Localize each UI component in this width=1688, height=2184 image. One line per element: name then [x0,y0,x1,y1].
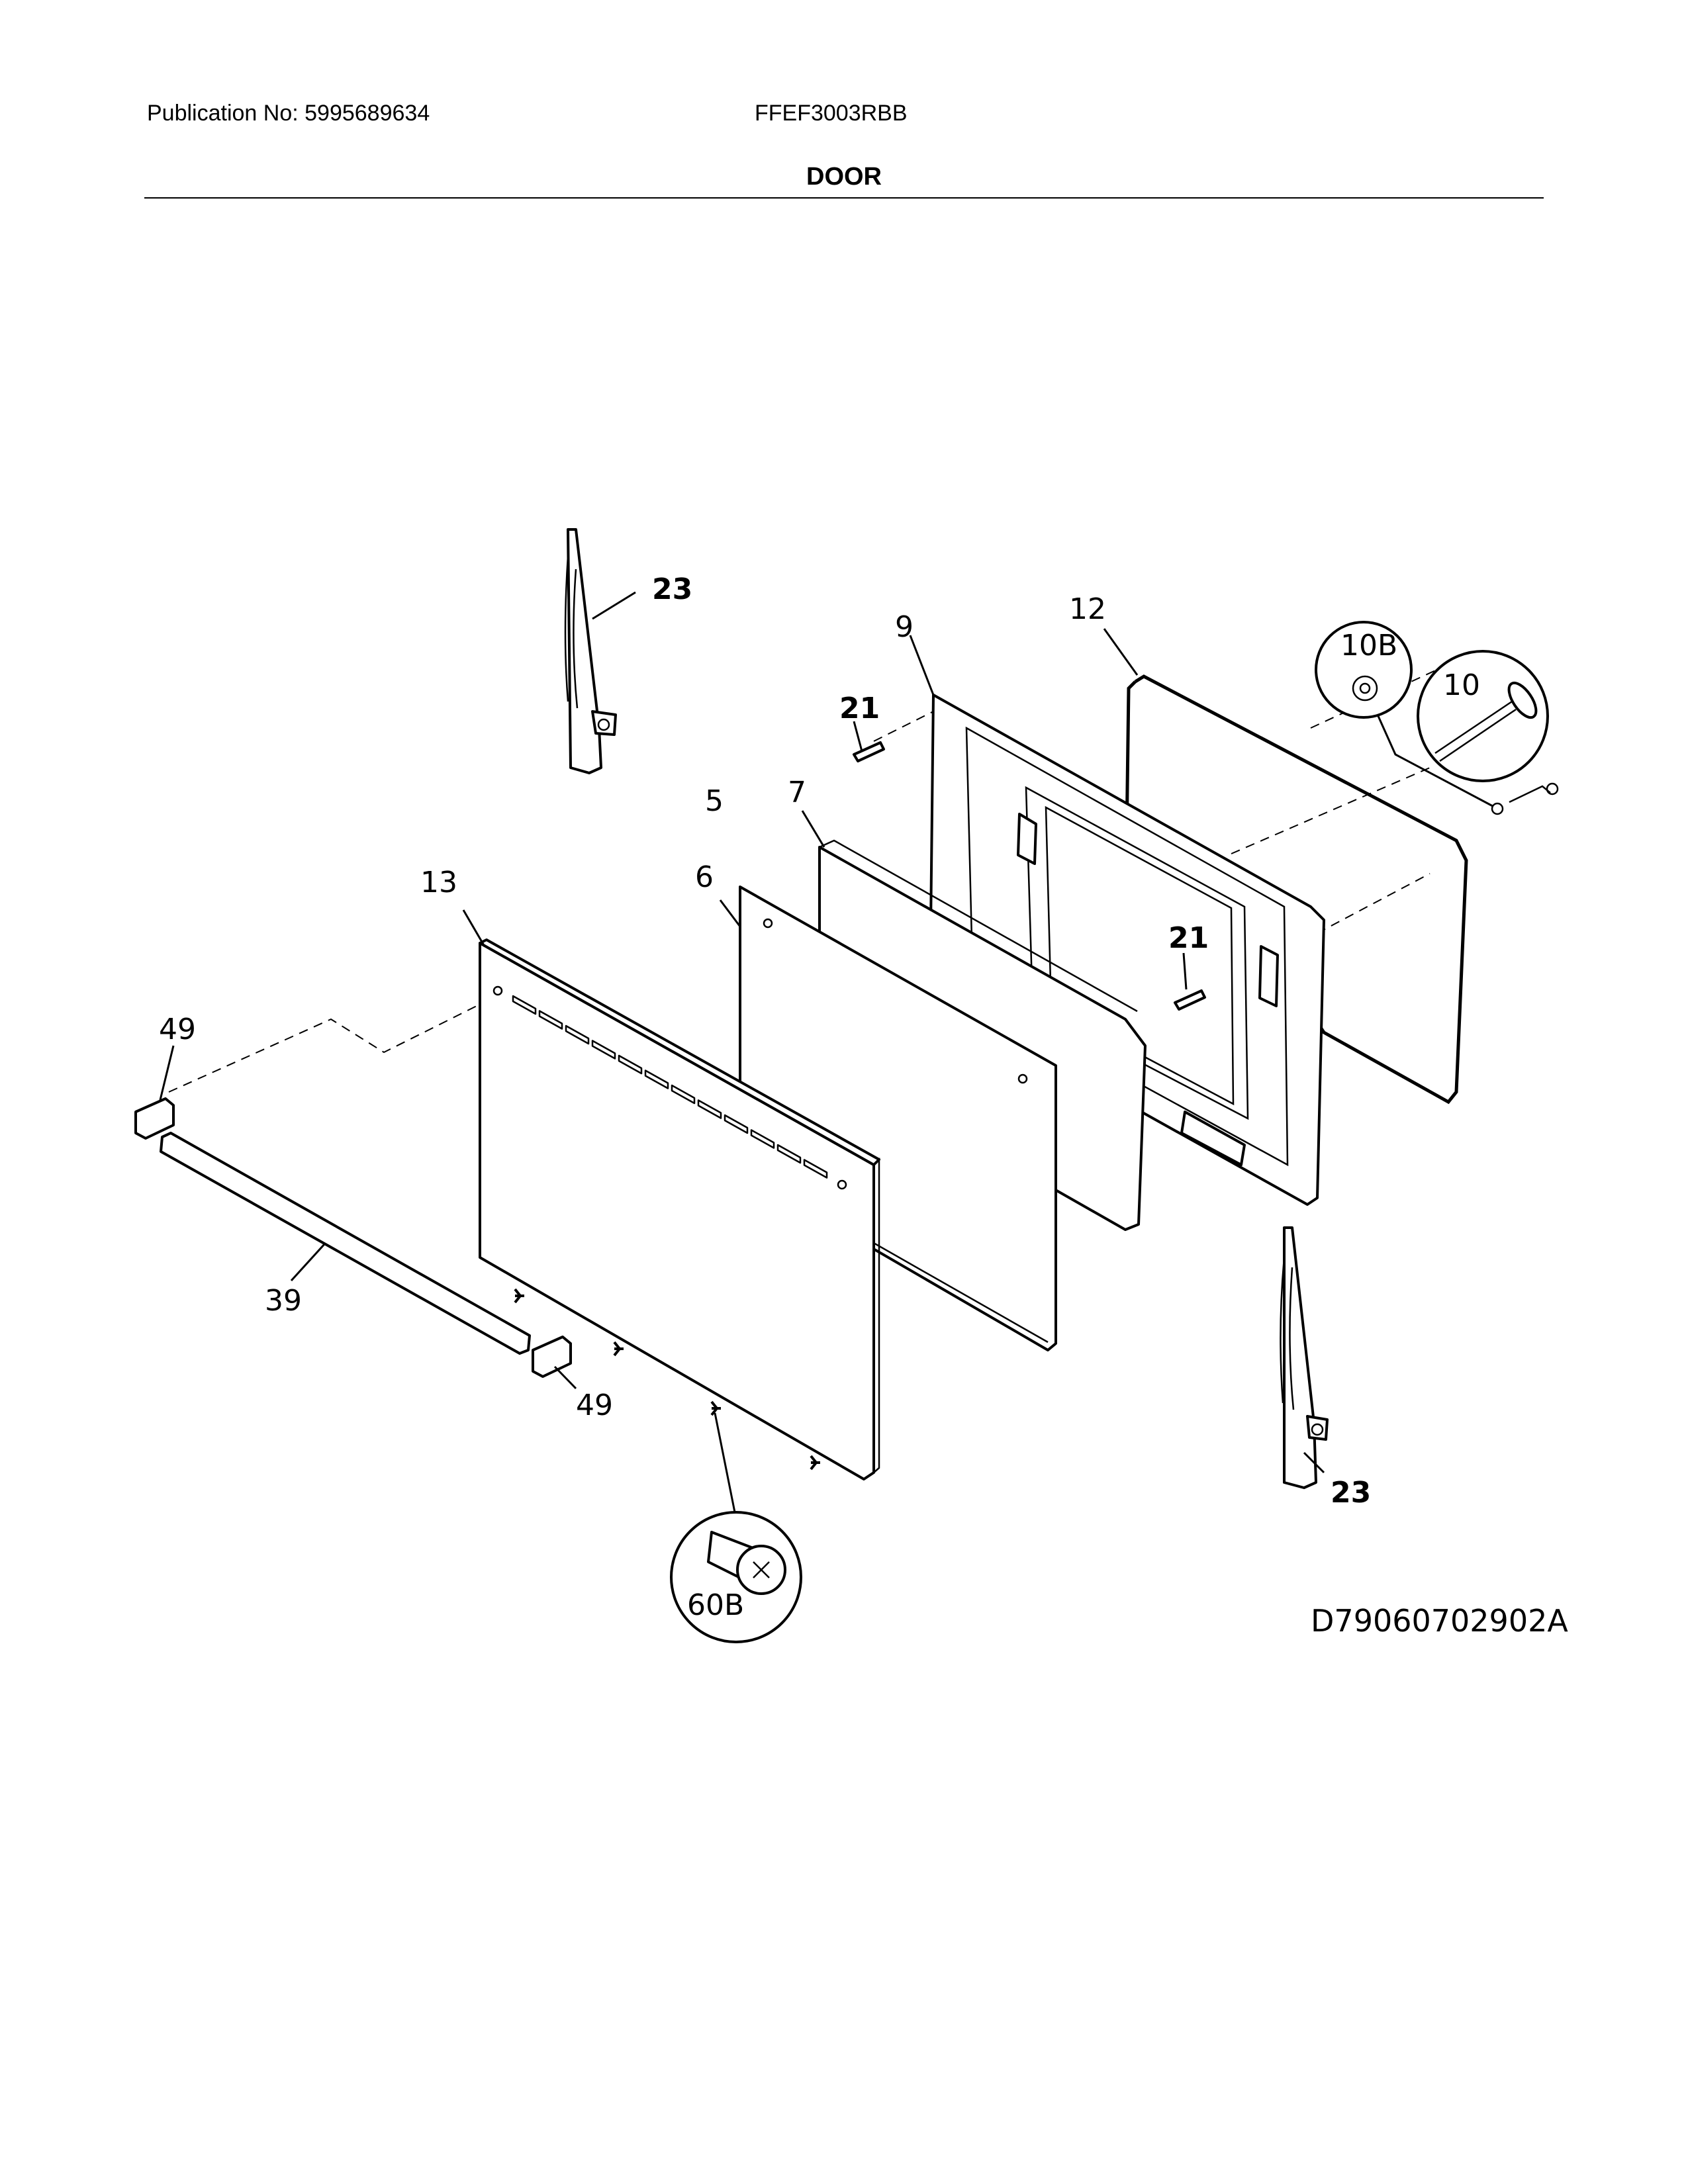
door-screws [514,1288,820,1471]
callout-49-right: 49 [576,1388,613,1422]
diagram-id: D79060702902A [1311,1603,1568,1639]
callout-21-lower: 21 [1168,921,1209,955]
trim-strip [160,1132,531,1355]
callout-23-top: 23 [652,572,692,606]
callout-7: 7 [788,776,806,809]
callout-6: 6 [695,860,714,894]
detail-screw [1417,650,1559,803]
callout-13: 13 [420,866,457,899]
vent-slot [565,1024,590,1045]
end-cap-right [532,1336,572,1378]
vent-slot [697,1099,722,1119]
leader-lines [159,591,1325,1474]
callout-21-upper: 21 [839,692,880,725]
bracket-upper [853,741,885,762]
callout-10: 10 [1443,668,1480,702]
end-cap-left [134,1097,175,1140]
vent-slot [776,1144,802,1164]
model-number: FFEF3003RBB [755,101,908,126]
outer-door [479,938,880,1480]
vent-slot [724,1114,749,1134]
callout-5: 5 [705,784,724,818]
vent-slot [750,1129,775,1149]
callout-23-bottom: 23 [1331,1476,1371,1510]
publication-number: Publication No: 5995689634 [147,101,430,126]
detail-screw-bottom [670,1412,802,1643]
callout-60b: 60B [687,1588,744,1622]
bracket-lower [1174,989,1206,1011]
callout-12: 12 [1069,592,1106,626]
callout-39: 39 [265,1284,302,1318]
section-title: DOOR [806,163,882,191]
vent-slot [591,1040,616,1060]
vent-slot [803,1159,828,1179]
hinge-bottom [1280,1226,1329,1489]
vent-slot [512,995,537,1015]
callout-10b: 10B [1340,629,1397,662]
hinge-top [564,528,617,774]
detail-washer [1315,621,1504,815]
header-rule [144,197,1544,199]
vent-slot [618,1054,643,1075]
callout-9: 9 [895,610,914,644]
vent-slot [538,1010,563,1030]
vent-slot [644,1069,669,1089]
vent-slot [671,1084,696,1105]
callout-49-left: 49 [159,1013,196,1046]
